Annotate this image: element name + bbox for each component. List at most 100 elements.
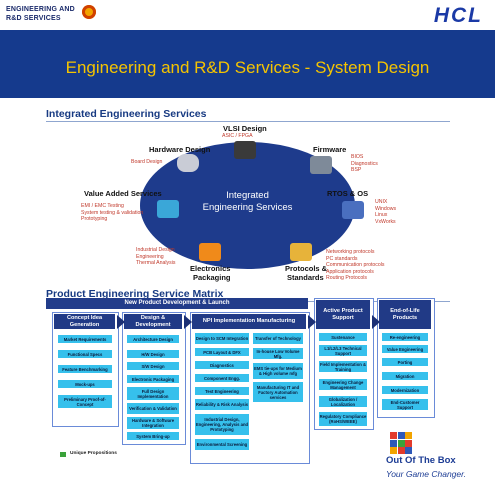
matrix-cell: Transfer of Technology — [253, 333, 303, 344]
value-added-title: Value Added Services — [84, 189, 162, 198]
page-title: Engineering and R&D Services - System De… — [65, 58, 430, 77]
hcl-logo: HCL — [433, 4, 483, 27]
matrix-cell: Full Design Implementation — [127, 387, 179, 400]
protocols-item-2: PC standards — [326, 255, 358, 262]
chip-icon — [234, 141, 256, 159]
design-header: Design & Development — [124, 314, 182, 329]
flow-arrow — [184, 315, 192, 329]
box-icon — [199, 243, 221, 261]
engineering-rd-logo: ENGINEERING AND R&D SERVICES — [2, 2, 98, 28]
matrix-cell: Value Engineering — [382, 345, 428, 353]
matrix-cell: System Bring-up — [127, 432, 179, 440]
cpu-icon — [310, 156, 332, 174]
firmware-item-1: BIOS — [351, 154, 364, 160]
promo-tagline: Your Game Changer. — [386, 469, 467, 479]
legend-label: Unique Propositions — [70, 451, 117, 456]
legend-swatch — [60, 452, 66, 457]
protocols-title-2: Standards — [287, 273, 324, 282]
matrix-cell: Regulatory Compliance (RoHS/WEEE) — [319, 412, 367, 426]
gear-icon — [82, 5, 96, 19]
matrix-cell: Globalization / Localization — [319, 396, 367, 407]
server-icon — [342, 201, 364, 219]
matrix-cell: L1/L2/L3 Technical Support — [319, 345, 367, 356]
matrix-cell: Environmental Screening — [195, 439, 249, 450]
firmware-item-2: Diagnostics — [351, 160, 378, 167]
matrix-cell: EMS tie-ups for Medium & High volume mfg — [253, 363, 303, 379]
title-band — [0, 30, 495, 98]
center-line-1: Integrated — [226, 190, 269, 201]
hardware-item: Board Design — [131, 159, 163, 165]
matrix-cell: Reliability & Risk Analysis — [195, 399, 249, 410]
protocols-item-3: Communication protocols — [326, 262, 385, 268]
protocols-item-5: Routing Protocols — [326, 275, 367, 281]
protocols-title: Protocols & — [285, 264, 328, 273]
standards-icon — [290, 243, 312, 261]
matrix-cell: Preliminary Proof-of-Concept — [58, 395, 112, 408]
matrix-cell: Feature Benchmarking — [58, 365, 112, 373]
matrix-cell: H/W Design — [127, 350, 179, 358]
matrix-cell: Design to SCM Integration — [195, 333, 249, 344]
electronics-item-2: Engineering — [136, 253, 164, 260]
testing-icon — [157, 200, 179, 218]
matrix-cell: Re-engineering — [382, 333, 428, 341]
matrix-cell: Functional Specs — [58, 350, 112, 358]
matrix-cell: Engineering Change Management — [319, 379, 367, 390]
promo-title: Out Of The Box — [386, 455, 456, 466]
matrix-cell: Verification & Validation — [127, 403, 179, 414]
matrix-cell: Manufacturing IT and Factory Automation … — [253, 382, 303, 402]
matrix-cell: Modernization — [382, 386, 428, 394]
mouse-icon — [177, 154, 199, 172]
rtos-item-4: VxWorks — [375, 218, 396, 225]
out-of-box-logo-icon — [390, 432, 412, 454]
electronics-item-3: Thermal Analysis — [136, 260, 176, 266]
flow-arrow — [308, 315, 316, 329]
flow-arrow — [117, 315, 125, 329]
matrix-cell: Diagnostics — [195, 361, 249, 369]
vlsi-item: ASIC / FPGA — [222, 133, 253, 139]
matrix-cell: In-house Low Volume Mfg. — [253, 348, 303, 359]
matrix-heading: Product Engineering Service Matrix — [46, 288, 224, 300]
matrix-cell: Component Engg. — [195, 374, 249, 382]
matrix-cell: Market Requirements — [58, 335, 112, 343]
electronics-item-1: Industrial Design — [136, 247, 175, 253]
electronics-title: Electronics — [190, 264, 231, 273]
protocols-item-1: Networking protocols — [326, 249, 375, 255]
firmware-item-3: BSP — [351, 167, 362, 173]
section-divider — [46, 121, 450, 122]
matrix-cell: Mock-ups — [58, 380, 112, 388]
electronics-title-2: Packaging — [193, 273, 231, 282]
npd-band: New Product Development & Launch — [46, 298, 308, 309]
ring-center-label: Integrated Engineering Services — [140, 190, 355, 214]
rtos-item-3: Linux — [375, 212, 388, 218]
value-added-item-2: System testing & validation — [81, 209, 144, 216]
rtos-title: RTOS & OS — [327, 189, 369, 198]
matrix-cell: Porting — [382, 358, 428, 366]
center-line-2: Engineering Services — [202, 202, 293, 213]
matrix-cell: PCB Layout & DFX — [195, 348, 249, 356]
rtos-item-1: UNIX — [375, 199, 388, 205]
hardware-title: Hardware Design — [149, 145, 211, 154]
matrix-cell: Sustenance — [319, 333, 367, 341]
support-header: Active Product Support — [316, 300, 370, 329]
matrix-cell: Industrial Design, Engineering, Analysis… — [195, 414, 249, 435]
matrix-cell: Field Implementation & Training — [319, 361, 367, 372]
protocols-item-4: Application protocols — [326, 268, 374, 275]
flow-arrow — [372, 315, 380, 329]
matrix-cell: Migration — [382, 372, 428, 380]
matrix-cell: Architecture Design — [127, 335, 179, 343]
logo-line-1: ENGINEERING AND — [6, 6, 75, 13]
value-added-item-1: EMI / EMC Testing — [81, 203, 124, 209]
npi-header: NPI Implementation Manufacturing — [192, 314, 306, 329]
integrated-services-heading: Integrated Engineering Services — [46, 108, 207, 120]
vlsi-title: VLSI Design — [223, 124, 267, 133]
logo-line-2: R&D SERVICES — [6, 15, 61, 22]
matrix-cell: S/W Design — [127, 362, 179, 370]
firmware-title: Firmware — [313, 145, 347, 154]
matrix-cell: Electronic Packaging — [127, 375, 179, 383]
value-added-item-3: Prototyping — [81, 216, 108, 222]
matrix-cell: End-Customer Support — [382, 399, 428, 410]
eol-header: End-of-Life Products — [379, 300, 431, 329]
matrix-cell: Hardware & Software Integration — [127, 417, 179, 429]
matrix-cell: Test Engineering — [195, 387, 249, 395]
concept-header: Concept Idea Generation — [54, 314, 115, 329]
